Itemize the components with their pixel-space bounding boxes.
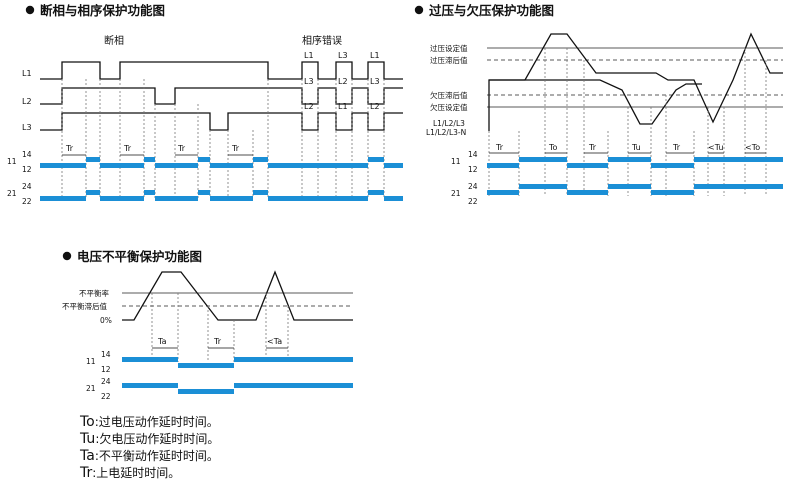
relay2-track: [40, 190, 403, 201]
legend-text: :过电压动作延时时间。: [94, 415, 219, 429]
timer-label: <Tu: [708, 143, 723, 152]
timer-label: Tr: [672, 143, 681, 152]
uv-hys-label: 欠压滞后值: [430, 90, 468, 100]
terminal-14: 14: [22, 150, 32, 159]
phase-label-l1: L1: [22, 69, 32, 78]
terminal-21: 21: [86, 384, 96, 393]
timer-label: Tr: [588, 143, 597, 152]
tr-label: Tr: [177, 144, 186, 153]
bullet-icon: [414, 5, 424, 15]
unbalance-level-label: 不平衡率: [79, 288, 109, 298]
tr-label: Tr: [123, 144, 132, 153]
seq-label: L2: [304, 102, 314, 111]
voltage-relay2-track: [487, 184, 783, 195]
timer-label: Ta: [157, 337, 167, 346]
terminal-14: 14: [101, 350, 111, 359]
timer-label: <To: [745, 143, 760, 152]
phase-loss-title: 断相与相序保护功能图: [40, 3, 165, 18]
seq-label: L2: [370, 102, 380, 111]
phase-label-l3: L3: [22, 123, 32, 132]
voltage-relay1-track: [487, 157, 783, 168]
relay1-track: [40, 157, 403, 168]
seq-label: L3: [370, 77, 380, 86]
tr-label: Tr: [65, 144, 74, 153]
voltage-waveform: [488, 32, 783, 131]
seq-label: L2: [338, 77, 348, 86]
uv-set-label: 欠压设定值: [430, 102, 468, 112]
terminal-22: 22: [101, 392, 111, 401]
voltage-title: 过压与欠压保护功能图: [429, 3, 554, 18]
zero-label: 0%: [100, 316, 112, 325]
terminal-22: 22: [468, 197, 478, 206]
break-label: 断相: [104, 34, 124, 47]
timer-legend: To:过电压动作延时时间。 Tu:欠电压动作延时时间。 Ta:不平衡动作延时时间…: [80, 414, 219, 482]
voltage-waveform-lower: [489, 79, 702, 125]
legend-item: Ta:不平衡动作延时时间。: [80, 448, 219, 465]
legend-key: Ta: [80, 448, 95, 464]
unbalance-panel: 电压不平衡保护功能图 不平衡率 不平衡滞后值 0% Ta Tr <Ta 14 1…: [62, 249, 353, 401]
timer-label: Tu: [631, 143, 641, 152]
terminal-12: 12: [468, 165, 478, 174]
l2-waveform: [40, 87, 403, 105]
timer-label: Tr: [495, 143, 504, 152]
timer-label: To: [548, 143, 558, 152]
seq-label: L3: [304, 77, 314, 86]
terminal-11: 11: [86, 357, 96, 366]
seq-label: L1: [304, 51, 314, 60]
unbalance-relay1-track: [122, 357, 353, 368]
terminal-12: 12: [101, 365, 111, 374]
unbalance-relay2-track: [122, 383, 353, 394]
terminal-21: 21: [7, 189, 17, 198]
signal-label-1: L1/L2/L3: [433, 119, 465, 128]
terminal-14: 14: [468, 150, 478, 159]
legend-key: Tu: [80, 431, 96, 447]
legend-key: Tr: [80, 465, 93, 481]
legend-text: :欠电压动作延时时间。: [95, 432, 220, 446]
unbalance-timers: Ta Tr <Ta: [152, 337, 288, 349]
phase-loss-guides: [61, 79, 385, 198]
terminal-11: 11: [451, 157, 461, 166]
ov-hys-label: 过压滞后值: [430, 55, 468, 65]
voltage-panel: 过压与欠压保护功能图 过压设定值 过压滞后值 欠压滞后值 欠压设定值 L1/L2…: [414, 3, 783, 206]
seq-label: L1: [370, 51, 380, 60]
unbalance-guides: [151, 293, 289, 362]
timer-label: Tr: [213, 337, 222, 346]
bullet-icon: [62, 251, 72, 261]
ov-set-label: 过压设定值: [430, 43, 468, 53]
terminal-21: 21: [451, 189, 461, 198]
seq-label: L1: [338, 102, 348, 111]
legend-item: Tr:上电延时时间。: [80, 465, 219, 482]
phase-label-l2: L2: [22, 97, 32, 106]
terminal-11: 11: [7, 157, 17, 166]
terminal-22: 22: [22, 197, 32, 206]
legend-text: :不平衡动作延时时间。: [94, 449, 219, 463]
l1-waveform: [40, 61, 403, 80]
terminal-24: 24: [22, 182, 32, 191]
legend-item: Tu:欠电压动作延时时间。: [80, 431, 219, 448]
unbalance-waveform: [122, 270, 353, 321]
terminal-24: 24: [101, 377, 111, 386]
timer-label: <Ta: [267, 337, 282, 346]
l3-waveform: [40, 112, 403, 131]
unbalance-title: 电压不平衡保护功能图: [77, 249, 202, 264]
seq-label: L3: [338, 51, 348, 60]
terminal-24: 24: [468, 182, 478, 191]
legend-text: :上电延时时间。: [92, 466, 181, 480]
sequence-error-label: 相序错误: [302, 34, 342, 47]
bullet-icon: [25, 5, 35, 15]
legend-item: To:过电压动作延时时间。: [80, 414, 219, 431]
terminal-12: 12: [22, 165, 32, 174]
phase-loss-panel: 断相与相序保护功能图 断相 相序错误 L1 L2 L3 L1 L3 L1 L3 …: [7, 3, 403, 206]
legend-key: To: [80, 414, 95, 430]
tr-label: Tr: [231, 144, 240, 153]
voltage-timers: Tr To Tr Tu Tr <Tu <To: [489, 143, 766, 154]
unbalance-hys-label: 不平衡滞后值: [62, 301, 107, 311]
signal-label-2: L1/L2/L3-N: [426, 128, 466, 137]
tr-dimensions: Tr Tr Tr Tr: [62, 144, 253, 156]
